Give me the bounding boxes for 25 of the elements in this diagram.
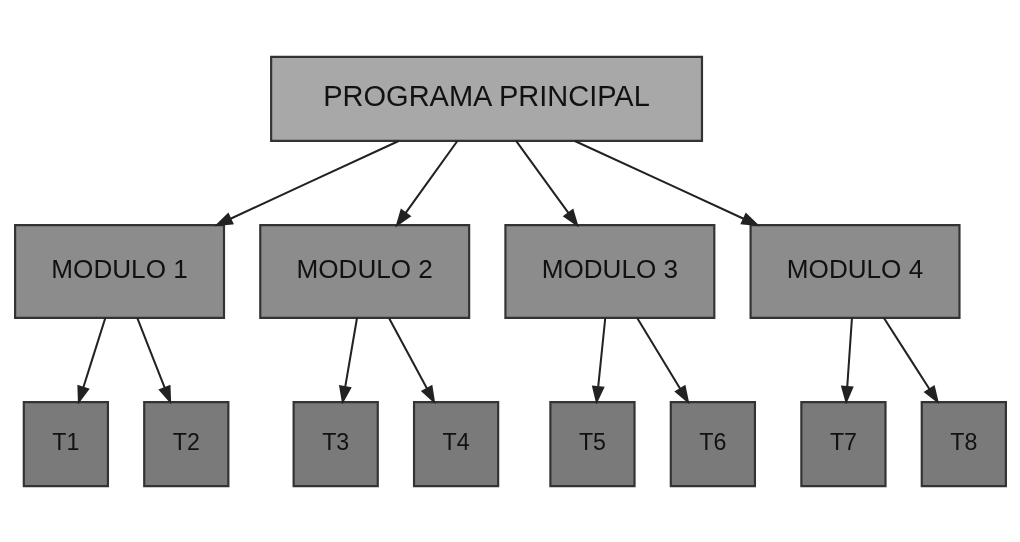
arrow (135, 317, 171, 404)
node-box: T6 (669, 400, 756, 487)
arrow (338, 317, 358, 405)
arrow (213, 139, 399, 226)
arrow (76, 317, 106, 404)
arrow (840, 317, 854, 405)
node-box: T2 (142, 400, 229, 487)
node-box: T1 (22, 400, 109, 487)
node-box: MODULO 4 (749, 223, 961, 319)
arrow (514, 139, 579, 227)
node-box: MODULO 2 (258, 223, 470, 319)
arrow (882, 316, 939, 404)
arrow (635, 316, 689, 404)
arrow (573, 139, 760, 226)
node-box: T8 (920, 400, 1007, 487)
node-box: PROGRAMA PRINCIPAL (269, 55, 703, 142)
node-box: MODULO 1 (13, 223, 225, 319)
node-box: MODULO 3 (503, 223, 715, 319)
arrow (394, 139, 458, 227)
arrow (387, 317, 435, 404)
node-box: T4 (412, 400, 499, 487)
node-box: T5 (548, 400, 636, 487)
arrow (591, 317, 606, 405)
node-box: T3 (292, 400, 379, 487)
node-box: T7 (799, 400, 887, 487)
